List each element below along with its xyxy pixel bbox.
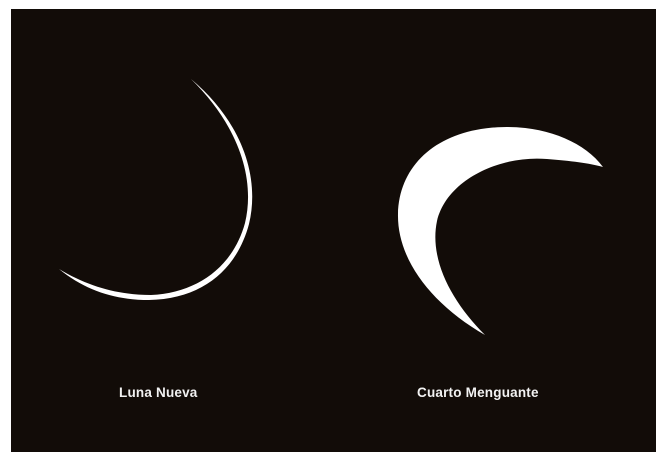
moon-phases-panel: Luna Nueva Cuarto Menguante [11,9,656,452]
new-moon-label: Luna Nueva [119,385,198,400]
last-quarter-crescent [398,127,603,335]
last-quarter-label: Cuarto Menguante [417,385,539,400]
new-moon-crescent [59,79,252,300]
moon-phases-illustration [11,9,656,452]
